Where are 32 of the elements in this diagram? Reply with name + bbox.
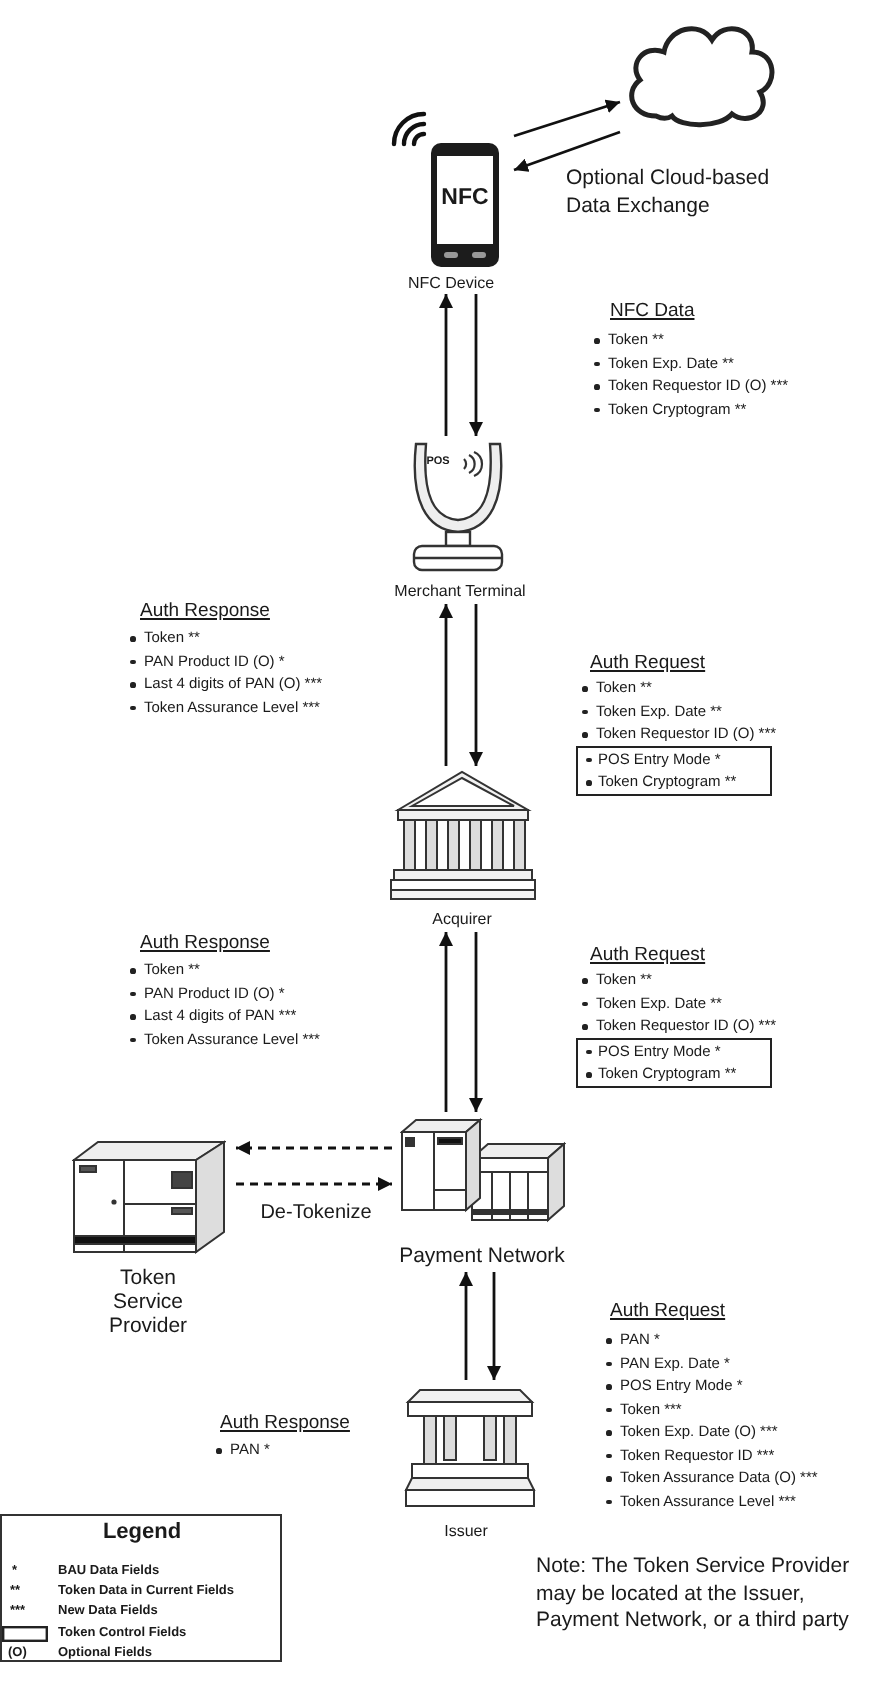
- arrow: [469, 932, 483, 1112]
- arrow: [439, 604, 453, 766]
- section-heading: Auth Response: [140, 934, 270, 956]
- dashed-arrow: [236, 1177, 392, 1191]
- section-heading: Auth Request: [610, 1302, 726, 1324]
- legend-title: Legend: [102, 1520, 182, 1546]
- annotation-text: Optional Cloud-based Data Exchange: [566, 166, 772, 221]
- node-label: Merchant Terminal: [394, 582, 526, 601]
- section-heading: Auth Response: [140, 602, 270, 624]
- highlight-box: [576, 746, 772, 796]
- arrow: [439, 294, 453, 436]
- section-heading: Auth Request: [590, 654, 706, 676]
- arrow: [469, 294, 483, 436]
- process-label: De-Tokenize: [260, 1202, 372, 1225]
- node-label: Payment Network: [399, 1244, 565, 1269]
- arrow: [513, 99, 621, 138]
- arrow: [487, 1272, 501, 1380]
- node-label: NFC Device: [407, 274, 495, 293]
- highlight-box: [576, 1038, 772, 1088]
- dashed-arrow: [236, 1141, 392, 1155]
- node-label: Acquirer: [432, 910, 492, 929]
- section-heading: Auth Request: [590, 946, 706, 968]
- arrow: [439, 932, 453, 1112]
- section-heading: Auth Response: [220, 1414, 350, 1436]
- arrow: [469, 604, 483, 766]
- arrow: [459, 1272, 473, 1380]
- screen-label: NFC: [441, 186, 489, 213]
- node-label: Issuer: [444, 1522, 488, 1541]
- section-heading: NFC Data: [610, 302, 695, 324]
- arrow: [513, 130, 621, 172]
- note-text: Note: The Token Service Provider may be located at the Issuer, Payment Network, or a third party: [536, 1554, 852, 1636]
- node-label: Token Service Provider: [106, 1266, 190, 1339]
